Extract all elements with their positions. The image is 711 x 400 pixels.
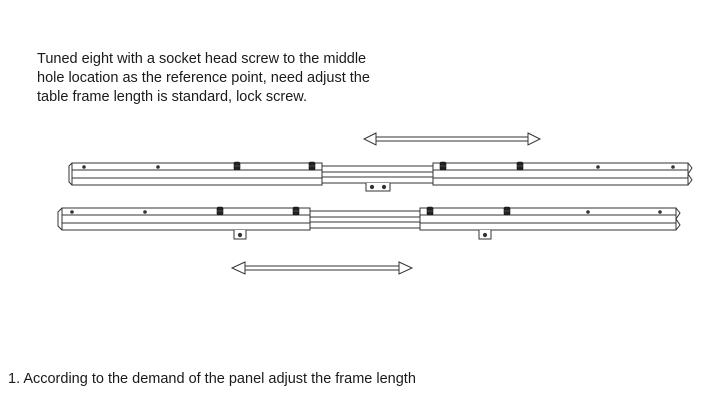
double-headed-arrow-icon <box>362 132 542 146</box>
step-caption: 1. According to the demand of the panel … <box>8 371 416 387</box>
instruction-text: Tuned eight with a socket head screw to … <box>37 50 417 107</box>
instruction-line-3: table frame length is standard, lock scr… <box>37 89 307 105</box>
lower-frame-rail <box>57 207 681 240</box>
upper-frame-rail <box>68 162 693 192</box>
instruction-line-2: hole location as the reference point, ne… <box>37 70 370 86</box>
instruction-line-1: Tuned eight with a socket head screw to … <box>37 51 367 67</box>
double-headed-arrow-icon <box>230 261 414 275</box>
